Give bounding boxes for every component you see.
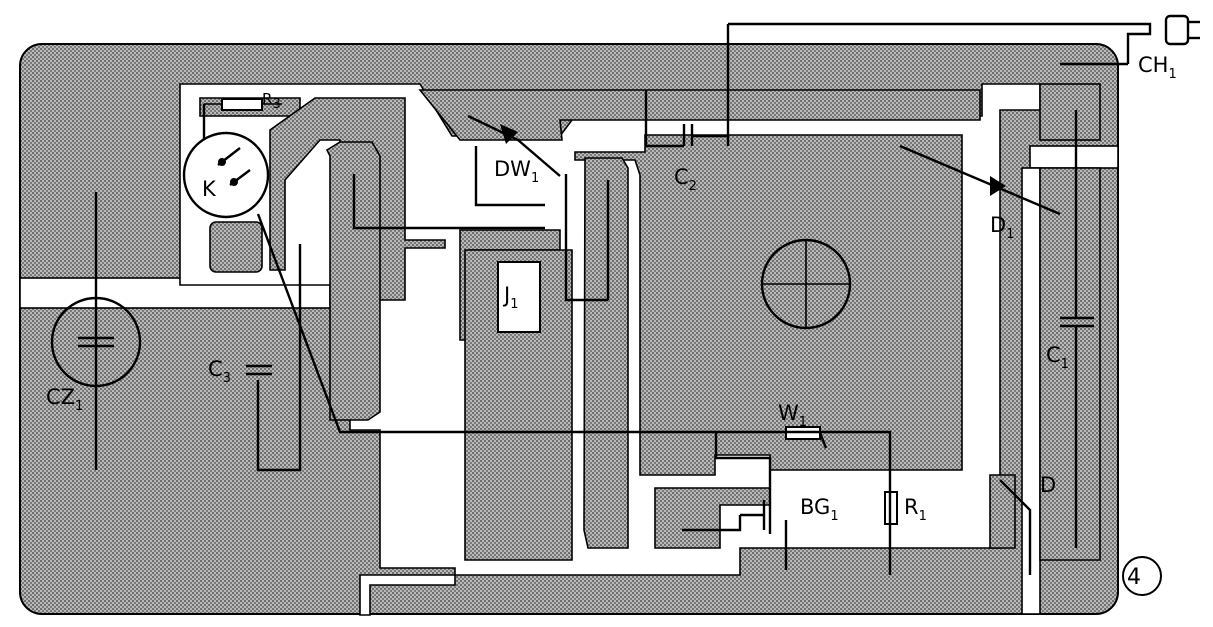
label-w1: W1 <box>778 401 807 430</box>
label-c1: C1 <box>1046 343 1069 372</box>
k-switch-circle <box>182 131 270 219</box>
label-dw1: DW1 <box>494 157 539 186</box>
label-k: K <box>202 177 217 201</box>
label-r1: R1 <box>904 495 927 524</box>
wiring <box>94 22 1152 575</box>
label-cz1: CZ1 <box>46 385 83 414</box>
label-d1: D1 <box>990 213 1014 242</box>
figure-number: 4 <box>1127 565 1141 590</box>
label-bg1: BG1 <box>800 495 839 524</box>
label-c3: C3 <box>208 357 231 386</box>
dw1-diode <box>500 124 518 144</box>
r3-resistor <box>221 98 263 111</box>
d1-diode <box>990 176 1006 196</box>
j1-relay <box>497 261 541 333</box>
label-d2: D <box>1040 473 1056 497</box>
label-j1: J1 <box>502 283 518 312</box>
label-r3: R3 <box>262 90 281 112</box>
figure-number-circle <box>1122 556 1162 596</box>
label-c2: C2 <box>674 165 697 194</box>
plug-icon <box>1164 14 1190 46</box>
label-ch1: CH1 <box>1138 53 1177 82</box>
